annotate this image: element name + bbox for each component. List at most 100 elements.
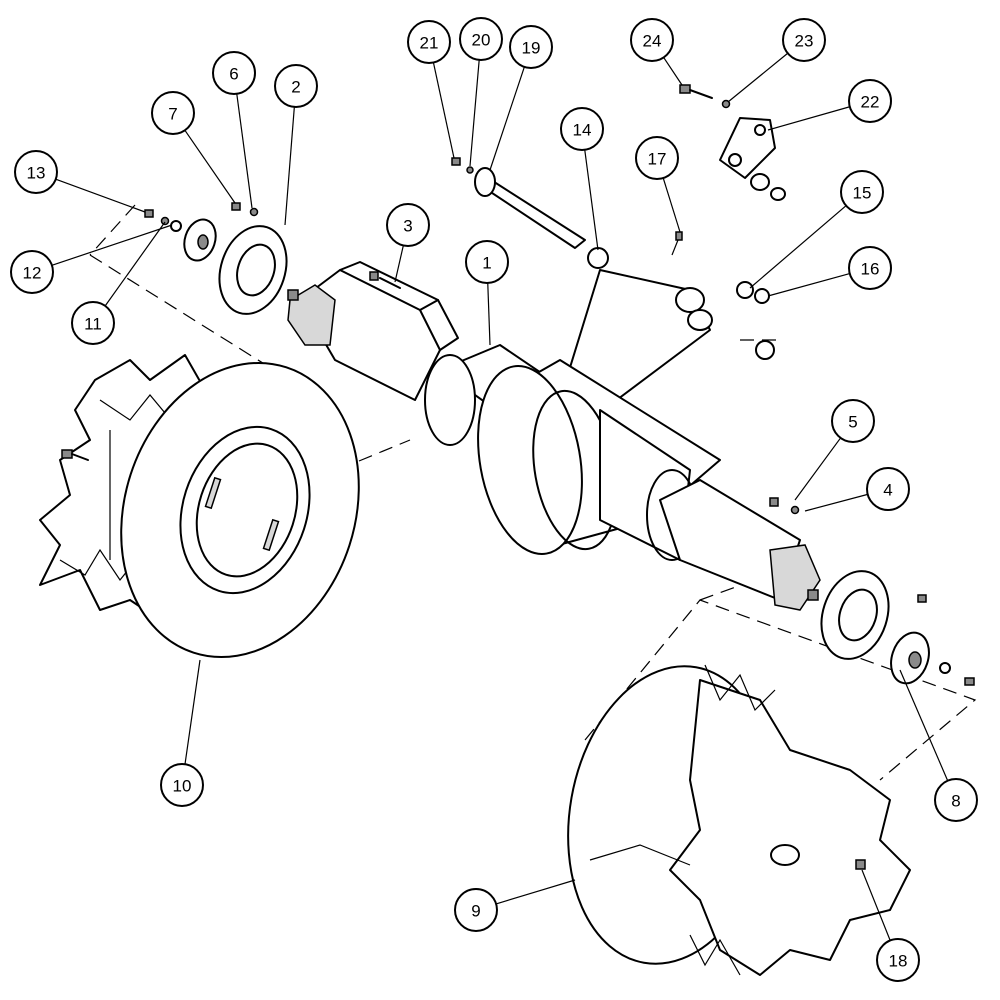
grease-fitting-17-icon <box>675 231 683 241</box>
pin-19-head <box>474 167 496 197</box>
callout-number: 3 <box>403 217 412 236</box>
rotor-left-ring-inner <box>195 442 299 578</box>
leader-lines <box>51 52 949 941</box>
callout-1: 1 <box>465 240 509 284</box>
washer-12-icon <box>170 220 182 232</box>
callout-number: 14 <box>573 121 592 140</box>
arm-pivot-top <box>675 287 705 313</box>
leader-line-3 <box>394 245 404 283</box>
callout-6: 6 <box>212 51 256 95</box>
bushing-15 <box>736 281 754 299</box>
motor-left <box>287 261 459 401</box>
leader-line-16 <box>767 272 850 297</box>
bolt-icon <box>61 449 89 461</box>
callout-circle <box>635 136 679 180</box>
leader-line-23 <box>727 52 789 103</box>
leader-line-5 <box>794 437 842 501</box>
callout-number: 10 <box>173 777 192 796</box>
callout-10: 10 <box>160 763 204 807</box>
callout-circle <box>274 64 318 108</box>
callout-13: 13 <box>14 150 58 194</box>
leader-line-11 <box>104 221 166 307</box>
callout-number: 4 <box>883 481 892 500</box>
top-hardware <box>451 84 786 360</box>
callout-circle <box>14 150 58 194</box>
rotor-right <box>567 664 911 976</box>
callout-number: 15 <box>853 184 872 203</box>
motor-right-shaft <box>807 589 819 601</box>
bracket-ring <box>770 187 786 201</box>
leader-line-19 <box>489 66 525 171</box>
hub-left-center <box>197 234 209 250</box>
washer-20-icon <box>466 166 474 174</box>
rotor-right-inner <box>589 844 691 866</box>
callout-19: 19 <box>509 25 553 69</box>
callout-circle <box>459 17 503 61</box>
screw-7-icon <box>231 202 241 211</box>
leader-line-21 <box>432 62 455 159</box>
motor-right <box>659 479 821 611</box>
leader-line-20 <box>469 59 480 167</box>
callout-number: 17 <box>648 150 667 169</box>
callout-number: 1 <box>482 254 491 273</box>
callout-14: 14 <box>560 107 604 151</box>
callout-circle <box>840 170 884 214</box>
rotor-right-blades <box>669 679 911 976</box>
hub-right-center <box>908 651 922 669</box>
callout-circle <box>782 18 826 62</box>
callout-24: 24 <box>630 18 674 62</box>
leader-line-9 <box>495 879 576 905</box>
callout-7: 7 <box>151 91 195 135</box>
leader-line-18 <box>861 869 891 941</box>
callout-20: 20 <box>459 17 503 61</box>
callout-number: 9 <box>471 902 480 921</box>
flange-plate-right-bore <box>838 588 878 642</box>
screw-icon <box>369 271 379 281</box>
callout-3: 3 <box>386 203 430 247</box>
lock-washer-11-icon <box>160 216 170 226</box>
rotor-left-slot-b <box>262 518 280 552</box>
rotor-left-ring-outer <box>179 425 311 595</box>
screw-13-icon <box>144 209 154 218</box>
callout-23: 23 <box>782 18 826 62</box>
arm-pivot-bore <box>687 309 713 331</box>
lock-washer-6-icon <box>249 207 259 217</box>
callout-circle <box>407 20 451 64</box>
callout-number: 2 <box>291 78 300 97</box>
motor-left-shaft <box>287 289 299 301</box>
callout-circle <box>630 18 674 62</box>
leader-line-15 <box>749 205 847 289</box>
callout-number: 18 <box>889 952 908 971</box>
callout-circle <box>509 25 553 69</box>
callout-11: 11 <box>71 301 115 345</box>
screw-right-icon <box>964 677 975 686</box>
callout-number: 6 <box>229 65 238 84</box>
screw-21-icon <box>451 157 461 166</box>
screw-flange-right-icon <box>917 594 927 603</box>
rotor-left <box>39 354 360 659</box>
callout-15: 15 <box>840 170 884 214</box>
callout-number: 21 <box>420 34 439 53</box>
screw-24-shank <box>689 89 713 99</box>
callout-number: 11 <box>84 315 102 334</box>
callout-number: 20 <box>472 31 491 50</box>
drum-left-end <box>424 354 476 446</box>
motor-left-gearbox <box>287 284 336 346</box>
flange-plate-left-bore <box>236 243 276 297</box>
rotor-right-hub-hole <box>770 844 800 866</box>
leader-line-13 <box>55 178 146 213</box>
bushing-14 <box>587 247 609 269</box>
callout-circle <box>934 778 978 822</box>
ring-16 <box>754 288 770 304</box>
bolt-18-icon <box>855 859 866 870</box>
callout-circle <box>212 51 256 95</box>
callout-circle <box>454 888 498 932</box>
callout-17: 17 <box>635 136 679 180</box>
leader-line-1 <box>487 282 491 346</box>
callout-9: 9 <box>454 888 498 932</box>
callout-circle <box>151 91 195 135</box>
callout-8: 8 <box>934 778 978 822</box>
screw-24-icon <box>679 84 691 94</box>
rotor-right-teeth-bottom <box>689 934 741 976</box>
